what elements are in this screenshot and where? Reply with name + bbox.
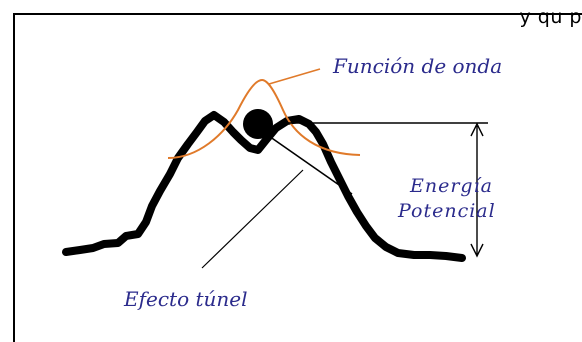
potential-barrier-curve [62, 111, 466, 262]
particle-ball [243, 109, 273, 139]
wave-function-curve [167, 78, 361, 159]
tunnel-effect-label: Efecto túnel [123, 287, 248, 311]
wave-function-leader-line [268, 68, 321, 85]
potential-energy-label-line1: Energía [409, 175, 493, 197]
wave-function-label: Función de onda [332, 54, 502, 78]
energy-arrow-head-top [470, 122, 484, 137]
cropped-heading-fragment: y qu p [519, 6, 582, 28]
tunnel-effect-leader-line [201, 169, 304, 269]
tunneling-path-line [265, 133, 353, 195]
diagram-frame: y qu p [13, 6, 582, 342]
potential-energy-label-line2: Potencial [397, 200, 496, 222]
energy-arrow-head-bottom [470, 243, 484, 258]
